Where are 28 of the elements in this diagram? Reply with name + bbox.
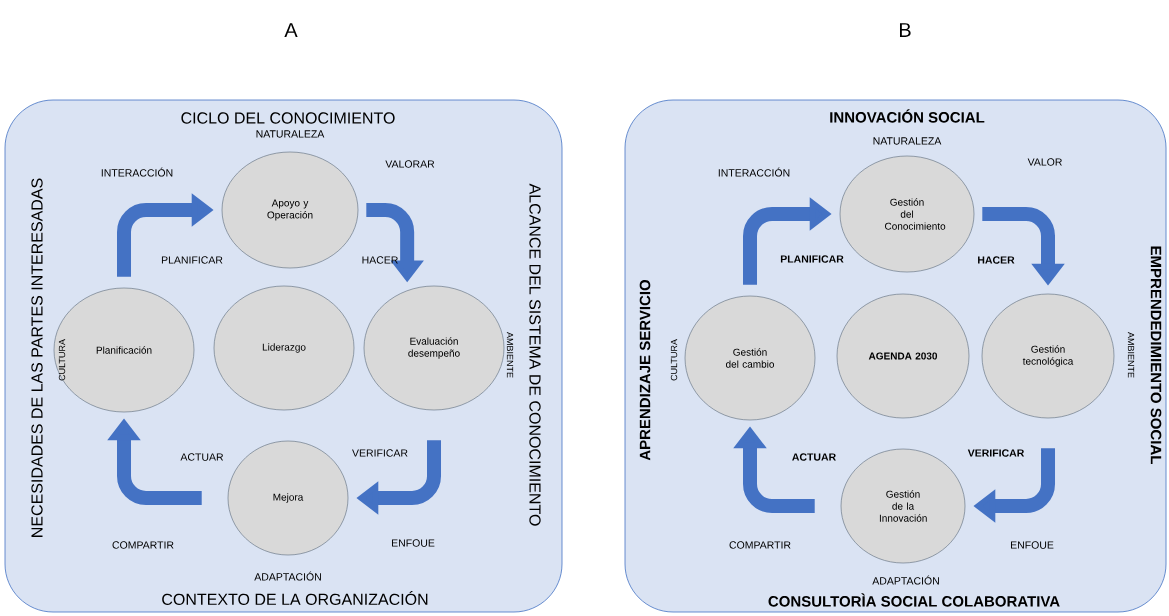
cycle-label: PLANIFICAR [161, 256, 223, 264]
panel-heading: CICLO DEL CONOCIMIENTO [181, 112, 395, 124]
panel-heading: CONSULTORÌA SOCIAL COLABORATIVA [768, 593, 1060, 607]
cycle-label: COMPARTIR [729, 541, 791, 549]
side-heading: NECESIDADES DE LAS PARTES INTERESADAS [31, 178, 43, 537]
side-heading: ALCANCE DEL SISTEMA DE CONOCIMIENTO [529, 183, 541, 526]
cycle-label: INTERACCIÓN [718, 167, 790, 177]
panel-heading: CONTEXTO DE LA ORGANIZACIÓN [162, 591, 428, 605]
cycle-label: HACER [362, 256, 398, 264]
cycle-label: VALORAR [385, 160, 435, 168]
cycle-label: NATURALEZA [256, 130, 325, 138]
cycle-label: AMBIENTE [1127, 332, 1135, 378]
cycle-label: ADAPTACIÓN [872, 575, 939, 585]
panel-letter: B [900, 23, 911, 37]
cycle-label: INTERACCIÓN [101, 167, 173, 177]
cycle-label: CULTURA [58, 339, 66, 381]
panel-heading: INNOVACIÓN SOCIAL [830, 109, 985, 123]
cycle-label: ENFOUE [1011, 541, 1054, 549]
side-heading: APRENDIZAJE SERVICIO [639, 279, 651, 461]
cycle-label: VALOR [1027, 158, 1062, 166]
side-heading: EMPRENDEDIMIENTO SOCIAL [1150, 246, 1162, 464]
cycle-label: NATURALEZA [873, 137, 942, 145]
cycle-label: ADAPTACIÓN [254, 571, 321, 581]
panel-letter: A [284, 23, 298, 37]
cycle-label: HACER [978, 256, 1015, 264]
cycle-label: COMPARTIR [112, 541, 174, 549]
cycle-label: VERIFICAR [967, 449, 1025, 457]
cycle-label: ENFOUE [392, 539, 435, 547]
